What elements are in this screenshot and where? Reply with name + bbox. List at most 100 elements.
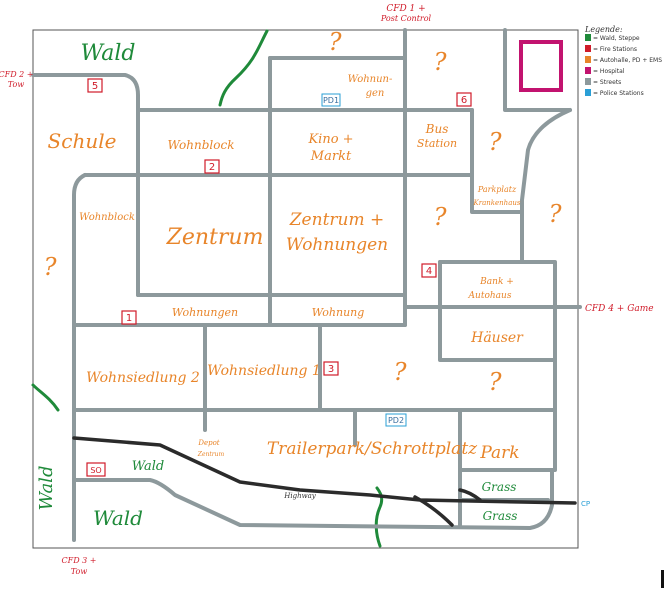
fire-station-1-label: 1 [126, 313, 132, 324]
zentrum-label: Zentrum [166, 225, 264, 250]
street-park-block [458, 408, 557, 472]
boundary-labels: CFD 1 + Post Control CFD 2 + Tow CFD 3 +… [0, 4, 654, 576]
street-left-vertical [72, 173, 87, 542]
fire-station-5-box[interactable] [87, 78, 103, 93]
cfd2-sub-label: Tow [8, 80, 25, 89]
legend-swatch-5 [585, 89, 591, 96]
grass-2-label: Grass [483, 509, 518, 523]
legend-label-2: = Autohalle, PD + EMS [593, 57, 662, 64]
hospital-square[interactable] [519, 40, 563, 92]
depot-label-1: Depot [197, 439, 219, 447]
legend-items: = Wald, Steppe = Fire Stations = Autohalle… [585, 34, 662, 97]
wohnungen-mid-label: Wohnungen [172, 306, 238, 319]
map-frame [32, 29, 579, 549]
fire-station-3-label: 3 [328, 364, 334, 375]
legend-label-5: = Police Stations [593, 90, 644, 97]
wohnung-mid-label: Wohnung [312, 306, 365, 319]
fire-station-4-box[interactable] [421, 263, 437, 278]
forest-line-top [218, 29, 269, 107]
trailer-label: Trailerpark/Schrottplatz [267, 439, 478, 459]
street-hospital [503, 28, 572, 112]
fire-station-3-box[interactable] [323, 361, 339, 376]
fire-station-so-box[interactable] [86, 462, 106, 477]
wald-top-label: Wald [81, 41, 136, 66]
fire-station-2-label: 2 [209, 162, 215, 173]
cfd4-label: CFD 4 + Game [585, 304, 654, 314]
cfd1-sub-label: Post Control [380, 14, 432, 23]
zentrum-wohnungen-label-2: Wohnungen [286, 235, 388, 255]
wald-bottom-big-label: Wald [93, 506, 143, 530]
forest-line-bottom [374, 486, 384, 548]
police-station-pd1-label: PD1 [323, 96, 339, 105]
parkplatz-label-2: Krankenhaus [473, 199, 521, 207]
wohnblock-top-label: Wohnblock [168, 138, 235, 152]
bank-label-2: Autohaus [468, 291, 512, 301]
legend-label-4: = Streets [593, 79, 621, 86]
parkplatz-label-1: Parkplatz [477, 185, 517, 194]
fire-station-6-box[interactable] [456, 92, 472, 107]
wohnblock-left-label: Wohnblock [79, 212, 135, 223]
police-station-pd2-box[interactable] [385, 413, 407, 427]
forest-lines [31, 29, 384, 548]
unknown-mark-center: ? [394, 358, 407, 386]
unknown-mark-top: ? [329, 28, 342, 56]
cfd1-label: CFD 1 + [386, 4, 425, 14]
fire-station-2-box[interactable] [204, 159, 220, 174]
street-bottom-loop [72, 468, 554, 530]
unknown-area-marks: ? ? ? ? ? ? ? ? [44, 28, 562, 396]
forest-labels: Wald Wald Wald Wald Grass Grass [36, 41, 517, 530]
street-right-curve [520, 108, 572, 264]
street-network [31, 28, 582, 542]
unknown-mark-right-2: ? [434, 203, 447, 231]
siedlung1-label: Wohnsiedlung 1 [207, 363, 321, 379]
area-labels: Schule Wohnblock Wohnblock Zentrum Zentr… [48, 74, 525, 463]
legend-swatch-0 [585, 34, 591, 41]
wohnungen-top-label-1: Wohnun- [348, 74, 393, 85]
highway-label: Highway [283, 492, 316, 500]
police-station-boxes [321, 93, 407, 427]
legend-label-1: = Fire Stations [593, 46, 637, 53]
fire-station-boxes [86, 78, 472, 477]
bus-label-2: Station [417, 137, 457, 150]
legend-title: Legende: [584, 25, 623, 34]
wald-left-label: Wald [36, 466, 57, 511]
grass-1-label: Grass [482, 480, 517, 494]
haeuser-label: Häuser [470, 330, 524, 346]
street-top-left [31, 73, 140, 112]
fire-station-1-box[interactable] [121, 310, 137, 325]
legend-swatch-2 [585, 56, 591, 63]
bus-label-1: Bus [425, 122, 449, 136]
police-station-pd2-label: PD2 [388, 416, 404, 425]
depot-label-2: Zentrum [197, 451, 225, 458]
edge-mark [661, 570, 664, 588]
legend-swatch-3 [585, 67, 591, 74]
cfd2-label: CFD 2 + [0, 70, 33, 79]
legend-label-0: = Wald, Steppe [593, 35, 640, 42]
legend: Legende: = Wald, Steppe= Fire Stations= … [584, 25, 662, 97]
kino-label-2: Markt [310, 149, 352, 164]
unknown-mark-left: ? [44, 253, 57, 281]
unknown-mark-lower-right: ? [489, 368, 502, 396]
bank-label-1: Bank + [479, 277, 514, 287]
legend-label-3: = Hospital [593, 68, 625, 75]
wald-bottom-small-label: Wald [132, 459, 164, 474]
legend-swatch-4 [585, 78, 591, 85]
street-bank-block-left [438, 260, 557, 362]
fire-station-so-label: SO [90, 466, 101, 475]
highway-line [72, 436, 577, 527]
unknown-mark-far-right: ? [549, 200, 562, 228]
fire-station-4-label: 4 [426, 266, 432, 277]
fire-station-6-label: 6 [461, 95, 467, 106]
fire-station-5-label: 5 [92, 81, 98, 92]
zentrum-wohnungen-label-1: Zentrum + [289, 210, 385, 230]
kino-label-1: Kino + [307, 132, 353, 147]
street-top [268, 28, 407, 112]
police-station-pd1-box[interactable] [321, 93, 341, 107]
forest-line-left [31, 383, 60, 412]
legend-swatch-1 [585, 45, 591, 52]
cfd3-sub-label: Tow [71, 567, 88, 576]
cfd3-label: CFD 3 + [62, 556, 97, 565]
cp-label: CP [581, 500, 590, 508]
